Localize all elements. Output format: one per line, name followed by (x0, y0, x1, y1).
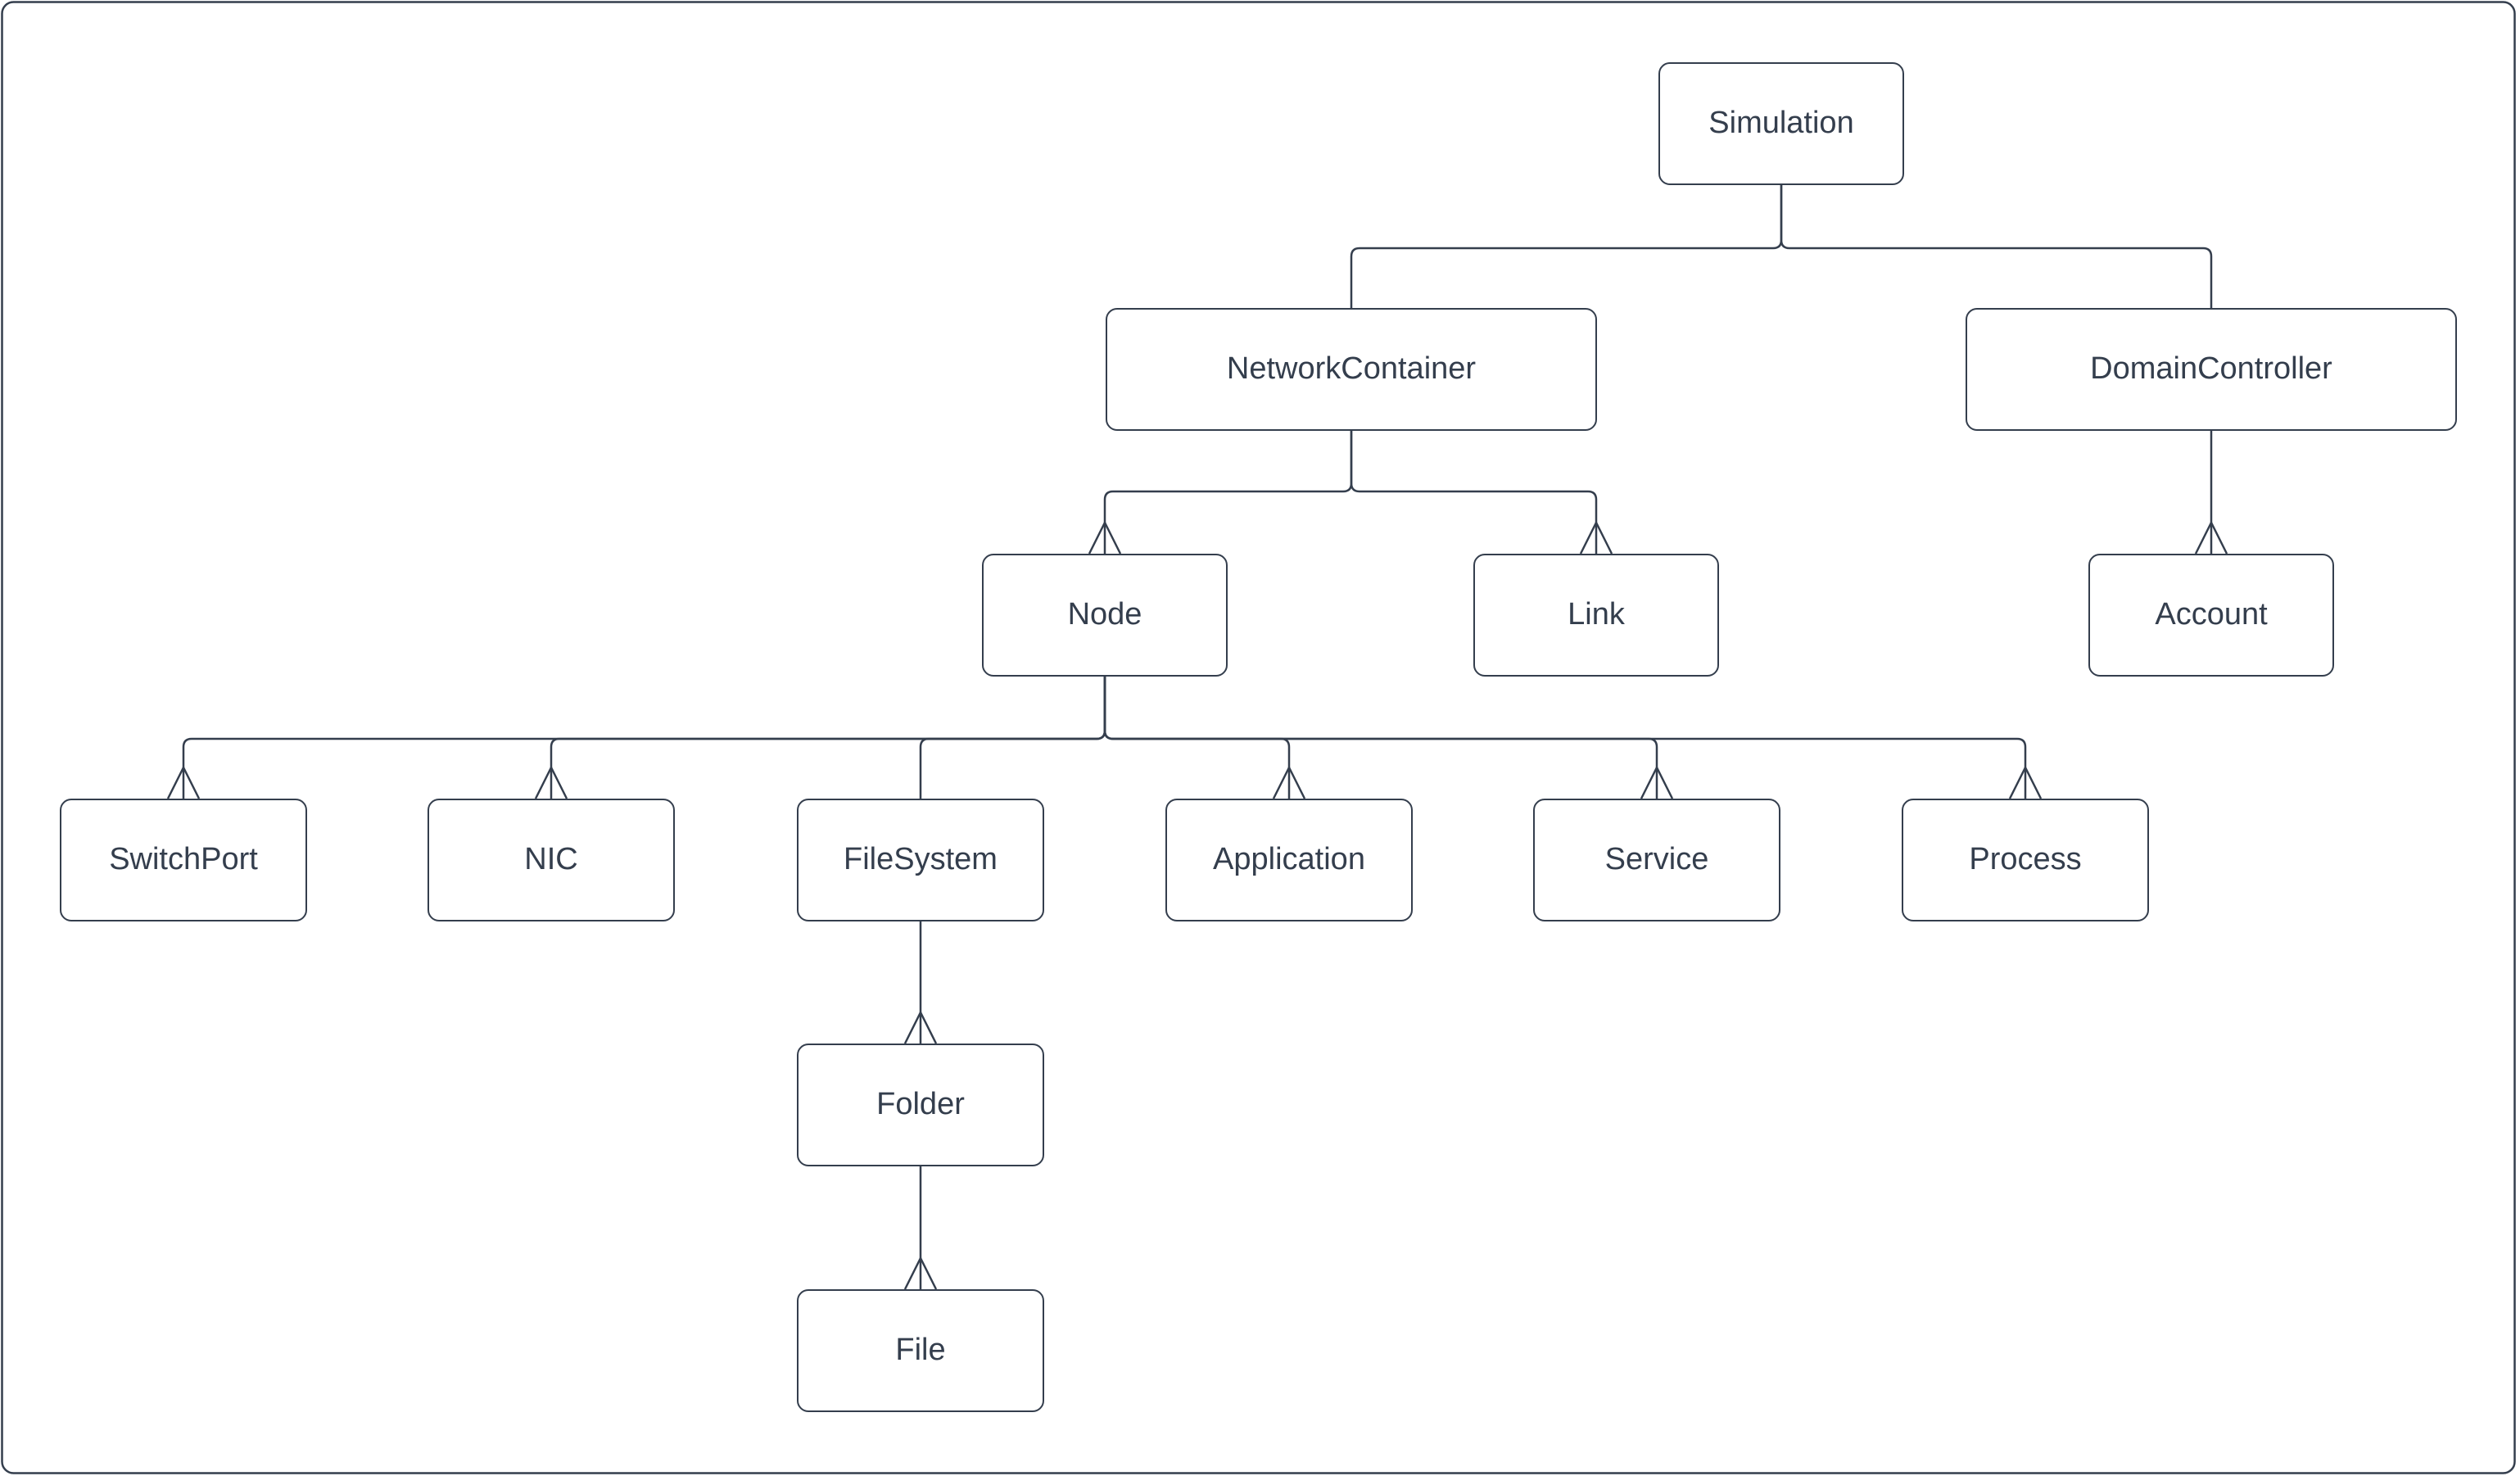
arrowhead-folder (903, 1010, 938, 1044)
node-label: Account (2155, 597, 2268, 632)
node-file[interactable]: File (797, 1289, 1044, 1412)
edge-node-to-nic (550, 677, 1106, 799)
node-account[interactable]: Account (2088, 554, 2334, 677)
arrowhead-account (2194, 520, 2228, 555)
arrowhead-process (2008, 765, 2043, 799)
arrowhead-service (1640, 765, 1674, 799)
node-label: FileSystem (844, 842, 998, 877)
edge-networkcontainer-to-node (1103, 431, 1353, 554)
node-label: Node (1067, 597, 1142, 632)
arrowhead-switchport (166, 765, 201, 799)
node-label: DomainController (2090, 351, 2332, 387)
node-networkcontainer[interactable]: NetworkContainer (1106, 308, 1597, 431)
node-folder[interactable]: Folder (797, 1044, 1044, 1166)
node-label: Simulation (1708, 106, 1854, 141)
node-label: Application (1213, 842, 1365, 877)
edge-node-to-process (1103, 677, 2027, 799)
node-nic[interactable]: NIC (428, 799, 675, 921)
arrowhead-link (1579, 520, 1613, 555)
node-service[interactable]: Service (1533, 799, 1780, 921)
edge-simulation-to-networkcontainer (1350, 185, 1783, 308)
node-domaincontroller[interactable]: DomainController (1966, 308, 2457, 431)
node-process[interactable]: Process (1902, 799, 2149, 921)
node-label: NetworkContainer (1226, 351, 1477, 387)
node-label: NIC (524, 842, 578, 877)
node-link[interactable]: Link (1473, 554, 1719, 677)
node-node[interactable]: Node (982, 554, 1228, 677)
edge-node-to-filesystem (919, 677, 1106, 799)
node-label: File (895, 1333, 946, 1368)
edge-node-to-switchport (182, 677, 1106, 799)
node-switchport[interactable]: SwitchPort (60, 799, 307, 921)
node-filesystem[interactable]: FileSystem (797, 799, 1044, 921)
arrowhead-nic (534, 765, 568, 799)
arrowhead-node (1088, 520, 1122, 555)
edge-node-to-service (1103, 677, 1658, 799)
node-application[interactable]: Application (1165, 799, 1413, 921)
node-simulation[interactable]: Simulation (1658, 62, 1904, 185)
node-label: Link (1568, 597, 1625, 632)
node-label: Process (1969, 842, 2082, 877)
edge-simulation-to-domaincontroller (1780, 185, 2213, 308)
arrowhead-application (1272, 765, 1306, 799)
node-label: Service (1604, 842, 1709, 877)
node-label: Folder (876, 1087, 965, 1122)
edge-networkcontainer-to-link (1350, 431, 1598, 554)
node-label: SwitchPort (109, 842, 258, 877)
arrowhead-file (903, 1256, 938, 1290)
edge-node-to-application (1103, 677, 1291, 799)
